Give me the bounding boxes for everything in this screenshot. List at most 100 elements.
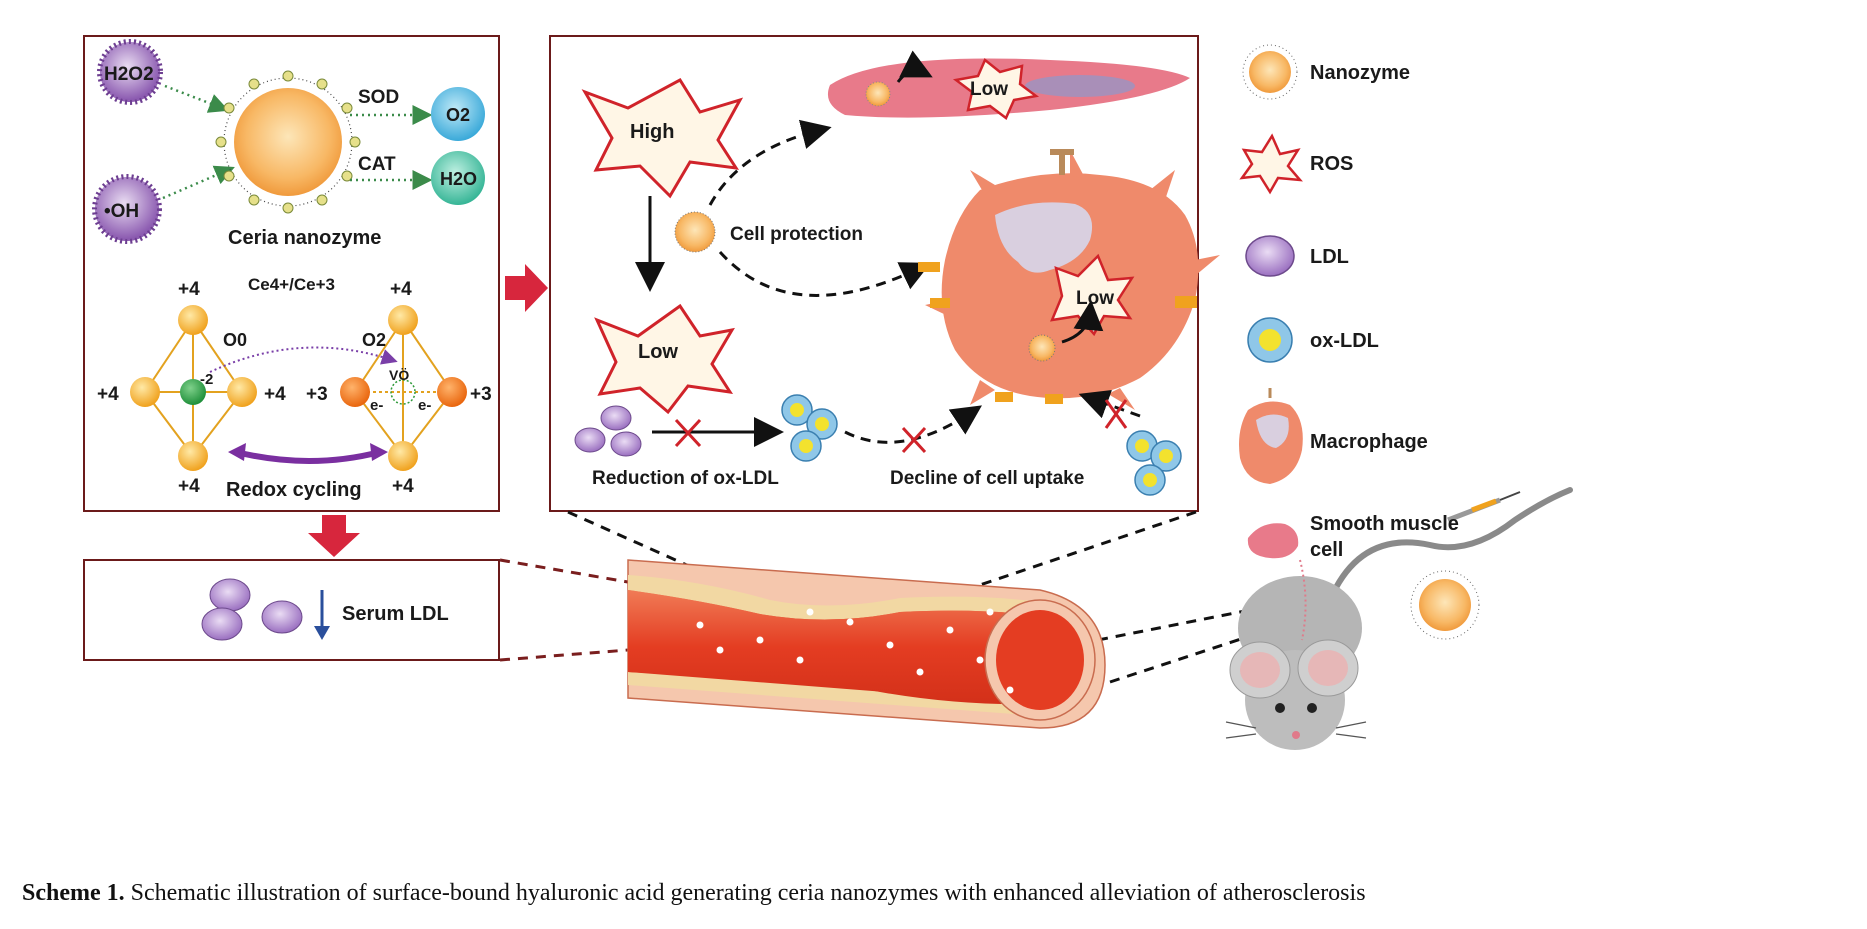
cat-label: CAT	[358, 154, 396, 175]
syringe-icon	[1447, 491, 1521, 523]
oxygen-vacancy	[390, 379, 416, 405]
arrow-to-macrophage	[718, 250, 931, 297]
ros-high-label: High	[630, 121, 674, 143]
electron-left: e-	[370, 397, 383, 414]
h2o-label: H2O	[440, 169, 477, 189]
block-x-2	[901, 426, 927, 454]
legend-oxldl-label: ox-LDL	[1310, 330, 1379, 352]
legend-nanozyme-icon	[1242, 44, 1298, 100]
h2o2-molecule	[97, 39, 163, 105]
oxygen-transfer-arrow	[209, 346, 398, 373]
ros-low	[594, 303, 735, 415]
legend-nanozyme-label: Nanozyme	[1310, 62, 1410, 84]
caption-text: Schematic illustration of surface-bound …	[130, 880, 1366, 906]
oxygen-center	[180, 379, 206, 405]
o0-label: O0	[223, 330, 247, 350]
zoom-lines-bottom	[499, 558, 629, 662]
o2-vacancy-label: O2	[362, 330, 386, 350]
ce3-left	[340, 377, 370, 407]
ce4-right	[227, 377, 257, 407]
ros-low-label: Low	[638, 341, 678, 363]
arrow-oh-to-nanozyme	[162, 165, 235, 200]
ce3-top	[388, 305, 418, 335]
bottom-panel	[83, 559, 500, 661]
minus2-label: -2	[200, 371, 213, 388]
nanozyme-injection	[1410, 570, 1480, 640]
ox-state-center-right: +4	[264, 384, 286, 405]
macrophage-ros-level: Low	[1076, 288, 1114, 309]
figure-caption: Scheme 1. Schematic illustration of surf…	[22, 880, 1862, 907]
oxldl-to-macrophage-arrow	[844, 405, 982, 444]
ox-state-bottom-right: +4	[392, 476, 414, 497]
smc-nanozyme	[865, 81, 891, 107]
ox-state-left: +4	[97, 384, 119, 405]
h2o-product	[431, 151, 485, 205]
smc-nucleus	[1025, 75, 1135, 97]
ros-high	[581, 78, 744, 199]
macrophage-ros	[1049, 253, 1135, 337]
mouse	[1225, 487, 1573, 750]
caption-label: Scheme 1.	[22, 880, 125, 906]
oh-label: •OH	[104, 201, 139, 222]
o2-label: O2	[446, 105, 470, 125]
macrophage-receptors	[918, 262, 1197, 404]
oxldl-cluster-right	[1126, 430, 1182, 496]
block-x-3	[1104, 399, 1128, 429]
ox-state-top-right: +4	[390, 279, 412, 300]
macrophage-nucleus	[995, 202, 1093, 273]
legend-oxldl-icon	[1247, 317, 1293, 363]
left-panel	[83, 35, 500, 512]
ox-state-ce3-right: +3	[470, 384, 492, 405]
arrow-h2o2-to-nanozyme	[164, 84, 229, 113]
reduction-label: Reduction of ox-LDL	[592, 468, 779, 489]
legend-smc-label-1: Smooth muscle	[1310, 513, 1459, 535]
ce3-bottom	[388, 441, 418, 471]
artery-vessel	[627, 559, 1106, 729]
legend-macrophage-icon	[1239, 388, 1303, 484]
sod-label: SOD	[358, 87, 399, 108]
right-oxldl-arrow	[1078, 389, 1141, 419]
macrophage-receptor-top	[1050, 149, 1074, 175]
hydroxyl-radical	[92, 174, 162, 244]
legend-ros-icon	[1239, 133, 1303, 195]
ldl-cluster	[574, 405, 642, 457]
legend-smc-icon	[1247, 523, 1299, 559]
ox-state-ce3-left: +3	[306, 384, 328, 405]
h2o2-label: H2O2	[104, 64, 154, 85]
o2-product	[431, 87, 485, 141]
electron-right: e-	[418, 397, 431, 414]
block-x-1	[674, 418, 702, 448]
redox-cycling-arrow	[228, 443, 388, 464]
legend-ldl-icon	[1245, 235, 1295, 277]
serum-ldl-particles	[201, 578, 303, 641]
decline-label: Decline of cell uptake	[890, 468, 1084, 489]
smc-ros	[952, 58, 1040, 120]
ox-state-top-left: +4	[178, 279, 200, 300]
ce4-top	[178, 305, 208, 335]
cell-protection-label: Cell protection	[730, 224, 863, 245]
macrophage-uptake-arrow	[1061, 300, 1104, 344]
ce4-bottom	[178, 441, 208, 471]
legend-ldl-label: LDL	[1310, 246, 1349, 268]
oxldl-cluster	[781, 394, 838, 462]
ox-state-bottom-left: +4	[178, 476, 200, 497]
ce-ratio-label: Ce4+/Ce+3	[248, 275, 335, 294]
legend-smc-label-2: cell	[1310, 539, 1343, 561]
ce3-right	[437, 377, 467, 407]
red-arrow-right	[505, 264, 548, 312]
protection-nanozyme	[674, 211, 716, 253]
vacancy-label: VÖ	[389, 367, 409, 383]
redox-cycling-label: Redox cycling	[226, 479, 362, 501]
serum-ldl-label: Serum LDL	[342, 603, 449, 625]
arrow-to-smc	[708, 119, 832, 206]
decrease-arrow	[314, 590, 330, 640]
legend-macrophage-label: Macrophage	[1310, 431, 1428, 453]
ceria-nanozyme-label: Ceria nanozyme	[228, 227, 381, 249]
macrophage-nanozyme	[1028, 334, 1056, 362]
ceria-nanozyme	[215, 70, 361, 214]
smc-ros-level: Low	[970, 79, 1008, 100]
smc-uptake-arrow	[896, 50, 933, 83]
ce4-left	[130, 377, 160, 407]
legend-ros-label: ROS	[1310, 153, 1353, 175]
